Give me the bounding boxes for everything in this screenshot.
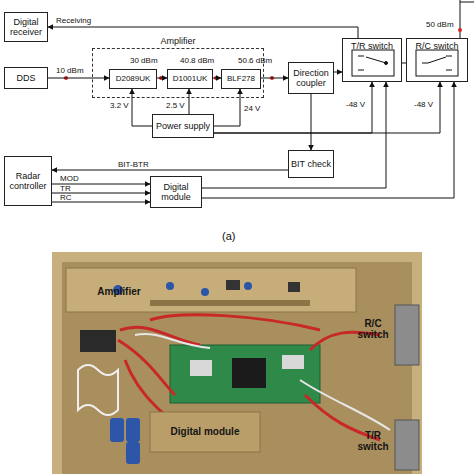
switch-box: R/C switch xyxy=(406,38,468,82)
signal-connector xyxy=(157,78,167,79)
signal-connector xyxy=(261,78,288,79)
switch-blade xyxy=(428,57,446,63)
signal-connector xyxy=(189,89,190,114)
signal-connector xyxy=(311,94,312,150)
node-text: T/R switch xyxy=(351,41,393,51)
signal-label: 10 dBm xyxy=(56,66,84,75)
node-text: Digital module xyxy=(151,182,201,202)
switch-frame xyxy=(352,50,394,76)
source-box: DDS xyxy=(4,67,48,89)
photo-transistor xyxy=(226,280,240,290)
test-point xyxy=(458,28,462,32)
node-text: D2089UK xyxy=(116,74,151,84)
signal-label: 3.2 V xyxy=(110,101,129,110)
photo-transistor xyxy=(288,282,300,292)
node-text: Direction coupler xyxy=(289,68,333,88)
photo-capacitor xyxy=(244,282,252,290)
signal-label: TR xyxy=(60,184,71,193)
signal-connector xyxy=(214,82,440,133)
power-box: Power supply xyxy=(152,114,214,138)
amplifier-stage: D1001UK xyxy=(167,69,213,89)
signal-connector xyxy=(214,82,372,133)
switch-contact xyxy=(358,56,364,57)
antenna-line xyxy=(460,0,461,38)
signal-connector xyxy=(48,78,109,79)
node-text: D1001UK xyxy=(173,74,208,84)
signal-label: -48 V xyxy=(414,100,433,109)
signal-label: RC xyxy=(60,193,72,202)
check-box: BIT check xyxy=(288,150,334,178)
photo-capacitor xyxy=(126,442,140,464)
switch-contact xyxy=(358,70,364,71)
photo-cavity xyxy=(62,262,412,474)
switch-blade xyxy=(366,57,386,63)
signal-label: 30 dBm xyxy=(130,56,158,65)
photo-chassis xyxy=(52,252,422,474)
signal-label: Receiving xyxy=(56,16,91,25)
receiver-box: Digital receiver xyxy=(4,12,48,42)
controller-box: Radar controller xyxy=(4,156,52,206)
panel-caption: (a) xyxy=(222,230,252,242)
signal-connector xyxy=(48,27,358,38)
antenna-line xyxy=(460,2,474,3)
power-level: 50 dBm xyxy=(426,20,466,29)
photo-amplifier-board xyxy=(66,268,356,312)
signal-label: BIT-BTR xyxy=(118,160,149,169)
photo-module-plate xyxy=(150,412,260,452)
amplifier-group: AmplifierD2089UKD1001UKBLF278 xyxy=(92,48,264,98)
photo-callout: Amplifier xyxy=(84,286,154,297)
photo-coil xyxy=(78,365,118,415)
photo-capacitor xyxy=(126,418,140,442)
switch-symbol xyxy=(416,50,458,76)
signal-connector xyxy=(214,89,240,126)
coupler-box: Direction coupler xyxy=(288,62,334,94)
node-text: Amplifier xyxy=(93,36,263,46)
node-text: Radar controller xyxy=(5,171,51,191)
photo-module xyxy=(80,330,116,352)
amplifier-stage: BLF278 xyxy=(221,69,261,89)
photo xyxy=(52,252,422,474)
signal-label: 2.5 V xyxy=(166,101,185,110)
switch-contact xyxy=(422,63,428,64)
signal-connector xyxy=(334,72,342,73)
connector-group xyxy=(48,27,454,202)
node-text: DDS xyxy=(16,73,35,83)
signal-connector xyxy=(213,78,221,79)
node-text: R/C switch xyxy=(415,41,458,51)
switch-pivot xyxy=(385,62,388,65)
photo-connector xyxy=(282,355,304,369)
signal-connector xyxy=(132,89,152,126)
switch-symbol xyxy=(352,50,394,76)
photo-connector xyxy=(190,360,212,376)
signal-label: 40.8 dBm xyxy=(180,56,214,65)
switch-frame xyxy=(416,50,458,76)
photo-callout: R/C switch xyxy=(352,318,394,340)
switch-contact xyxy=(446,70,452,71)
signal-connector xyxy=(202,82,454,198)
photo-switch-housing xyxy=(395,305,419,365)
node-text: Digital receiver xyxy=(5,17,47,37)
signal-label: MOD xyxy=(60,174,79,183)
node-text: Power supply xyxy=(156,121,210,131)
photo-callout: Digital module xyxy=(160,426,250,437)
photo-pcb xyxy=(170,345,320,403)
switch-contact xyxy=(446,56,452,57)
photo-capacitor xyxy=(201,288,209,296)
signal-label: 50.6 dBm xyxy=(238,56,272,65)
node-text: BIT check xyxy=(291,159,331,169)
photo-switch-housing xyxy=(395,420,419,470)
module-box: Digital module xyxy=(150,176,202,208)
signal-label: -48 V xyxy=(346,100,365,109)
photo-capacitor xyxy=(166,282,174,290)
node-text: BLF278 xyxy=(227,74,255,84)
photo-chip xyxy=(232,358,266,388)
signal-label: 24 V xyxy=(244,104,260,113)
signal-connector xyxy=(52,170,288,171)
amplifier-stage: D2089UK xyxy=(109,69,157,89)
photo-capacitor xyxy=(110,418,124,442)
photo-rail xyxy=(150,300,310,306)
switch-box: T/R switch xyxy=(342,38,402,82)
photo-callout: T/R switch xyxy=(352,430,394,452)
